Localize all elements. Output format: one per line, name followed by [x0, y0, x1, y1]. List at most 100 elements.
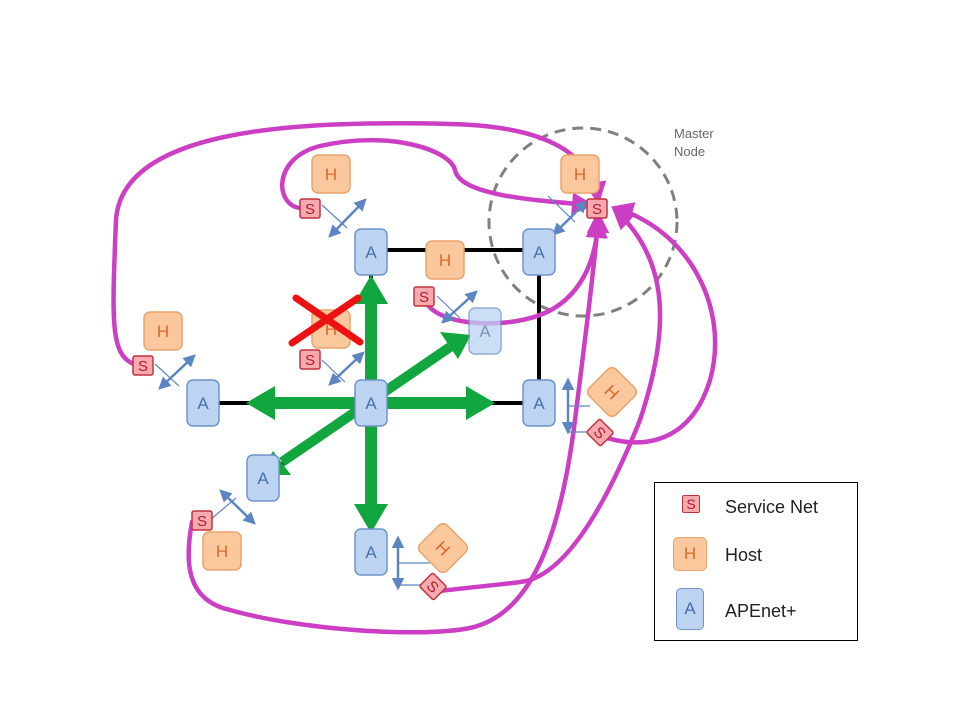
apenet-node-glyph: A: [365, 394, 377, 413]
service-path-right: [598, 202, 718, 445]
service-net-node-rotated: S: [586, 418, 614, 447]
service-net-node-box: [299, 349, 321, 370]
apenet-node-box: [522, 228, 556, 276]
host-icon: H: [673, 537, 707, 571]
host-node-box: [202, 531, 242, 571]
apenet-icon-glyph: A: [684, 599, 696, 618]
service-net-node: S: [299, 349, 321, 370]
apenet-node-box: [354, 379, 388, 427]
legend-label-host: Host: [725, 545, 763, 565]
duplex-connectors: [154, 195, 592, 591]
host-icon-glyph: H: [683, 544, 697, 563]
host-node-rotated-box: [586, 366, 638, 418]
master-node-label: Master Node: [674, 125, 714, 161]
green-arrowhead-up: [354, 275, 388, 304]
host-node-glyph: H: [439, 251, 451, 270]
apenet-node-box: [522, 379, 556, 427]
host-node: H: [143, 311, 183, 351]
green-arrowhead-down: [354, 504, 388, 533]
apenet-node-glyph: A: [365, 243, 377, 262]
service-net-node-glyph: S: [419, 289, 429, 306]
legend-label-service-net: Service Net: [725, 497, 819, 517]
connector-thin: [321, 359, 346, 383]
connector-thin: [547, 195, 576, 223]
service-path-top-host: [280, 137, 595, 215]
service-net-node-rotated-box: [419, 572, 447, 601]
apenet-node-faded-box: [468, 307, 502, 355]
apenet-icon: A: [676, 588, 704, 630]
host-node-box: [425, 240, 465, 280]
duplex-arrow: [219, 489, 256, 525]
service-net-node: S: [132, 355, 154, 376]
apenet-node-faded-glyph: A: [479, 322, 491, 341]
apenet-nodes: A A A A A A A A: [186, 228, 556, 576]
host-node: H: [311, 154, 351, 194]
host-node-rotated: H: [586, 366, 638, 418]
host-node-rotated-box: [417, 522, 469, 574]
apenet-node-glyph: A: [257, 469, 269, 488]
apenet-node: A: [186, 379, 220, 427]
master-node-label-line2: Node: [674, 144, 706, 159]
failure-cross-stroke-2: [288, 294, 362, 347]
host-node-glyph: H: [325, 165, 337, 184]
host-node-box: [143, 311, 183, 351]
service-net-node-box: [132, 355, 154, 376]
host-node-rotated: H: [417, 522, 469, 574]
service-net-node-rotated-box: [586, 418, 614, 447]
apenet-node-glyph: A: [533, 243, 545, 262]
host-node: H: [560, 154, 600, 194]
apenet-node: A: [522, 228, 556, 276]
service-net-node-glyph: S: [592, 201, 602, 218]
service-net-node-glyph: S: [197, 513, 207, 530]
duplex-arrow: [328, 351, 365, 386]
service-net-node: S: [191, 510, 213, 531]
service-net-node: S: [299, 198, 321, 219]
apenet-node-faded: A: [468, 307, 502, 355]
service-net-icon: S: [682, 495, 700, 513]
apenet-node-box: [354, 528, 388, 576]
service-net-node-glyph: S: [305, 352, 315, 369]
host-node-glyph: H: [216, 542, 228, 561]
master-node-label-line1: Master: [674, 126, 714, 141]
green-arrowhead-upright: [440, 332, 471, 359]
master-node-circle: [487, 126, 679, 318]
service-net-node-rotated: S: [419, 572, 447, 601]
apenet-node: A: [354, 528, 388, 576]
service-path-bottom-left: [186, 215, 608, 635]
apenet-node: A: [354, 228, 388, 276]
service-path-outer-top: [111, 121, 607, 367]
service-net-node-box: [413, 286, 435, 307]
host-node-box: [311, 154, 351, 194]
service-net-node-box: [586, 198, 608, 219]
connector-thin: [321, 204, 348, 229]
apenet-node-box: [186, 379, 220, 427]
apenet-node-glyph: A: [365, 543, 377, 562]
connector-thin: [209, 497, 237, 521]
green-arrowhead-left: [246, 386, 275, 420]
host-node-glyph: H: [157, 322, 169, 341]
green-arrowhead-right: [466, 386, 495, 420]
service-net-node-box: [191, 510, 213, 531]
connector-thin: [436, 295, 461, 319]
service-nodes: S S S S S S S S: [132, 198, 614, 601]
apenet-node-box: [246, 454, 280, 502]
apenet-node-glyph: A: [533, 394, 545, 413]
duplex-arrow: [441, 290, 478, 324]
host-node: H: [202, 531, 242, 571]
service-net-node-box: [299, 198, 321, 219]
host-node-glyph: H: [574, 165, 586, 184]
service-path-bottom: [430, 206, 663, 595]
apenet-node-glyph: A: [197, 394, 209, 413]
apenet-node-box: [354, 228, 388, 276]
legend-item-service-net: S Service Net: [655, 489, 859, 525]
service-net-icon-glyph: S: [686, 496, 696, 512]
legend-label-apenet: APEnet+: [725, 601, 797, 621]
legend-item-host: H Host: [655, 537, 859, 573]
service-net-node: S: [586, 198, 608, 219]
host-node: H: [425, 240, 465, 280]
duplex-arrow: [328, 198, 367, 238]
duplex-arrow: [158, 354, 196, 390]
failure-cross: [288, 294, 364, 347]
